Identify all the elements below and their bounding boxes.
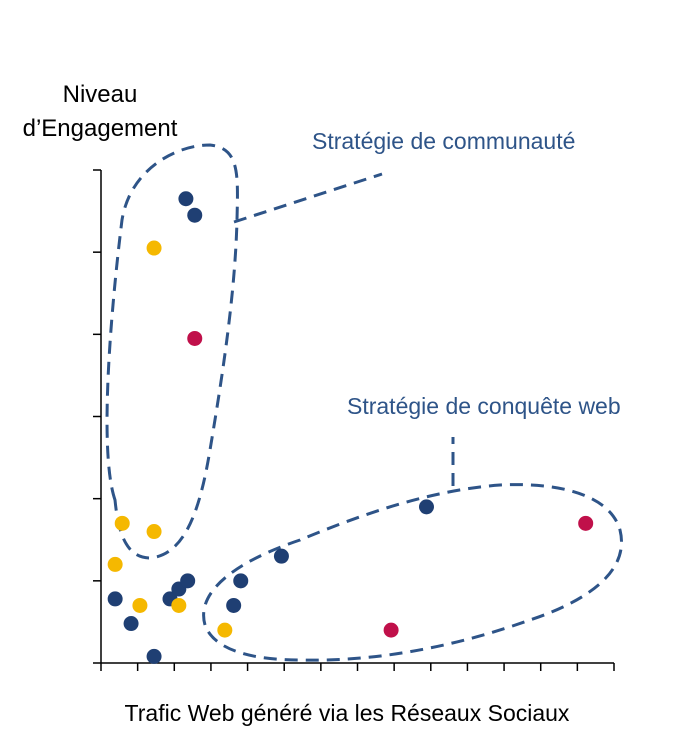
y-axis-label-line-1: Niveau bbox=[62, 81, 138, 108]
annotation-communaute: Stratégie de communauté bbox=[312, 128, 576, 154]
data-point-yellow bbox=[114, 515, 130, 531]
data-point-red bbox=[187, 330, 203, 346]
data-point-blue bbox=[107, 591, 123, 607]
data-point-blue bbox=[233, 573, 249, 589]
y-axis-label-line-2: d’Engagement bbox=[22, 115, 178, 142]
data-point-blue bbox=[187, 207, 203, 223]
data-point-yellow bbox=[146, 524, 162, 540]
data-point-blue bbox=[178, 191, 194, 207]
annotation-conquete: Stratégie de conquête web bbox=[347, 393, 621, 419]
data-point-red bbox=[383, 622, 399, 638]
data-point-blue bbox=[226, 597, 242, 613]
cluster-outline-communaute bbox=[105, 143, 239, 560]
data-point-yellow bbox=[217, 622, 233, 638]
cluster-outline-conquete bbox=[202, 483, 623, 662]
data-point-yellow bbox=[171, 597, 187, 613]
data-point-yellow bbox=[107, 556, 123, 572]
data-point-yellow bbox=[132, 597, 148, 613]
data-point-blue bbox=[273, 548, 289, 564]
data-point-blue bbox=[180, 573, 196, 589]
data-point-yellow bbox=[146, 240, 162, 256]
data-point-blue bbox=[146, 648, 162, 664]
data-points bbox=[107, 191, 594, 664]
y-axis-label: Niveau d’Engagement bbox=[10, 78, 190, 146]
data-point-blue bbox=[123, 616, 139, 632]
data-point-red bbox=[578, 515, 594, 531]
x-axis-label: Trafic Web généré via les Réseaux Sociau… bbox=[124, 700, 570, 726]
callout-line-communaute bbox=[233, 172, 383, 224]
data-point-blue bbox=[418, 499, 434, 515]
chart-axes bbox=[93, 169, 615, 671]
